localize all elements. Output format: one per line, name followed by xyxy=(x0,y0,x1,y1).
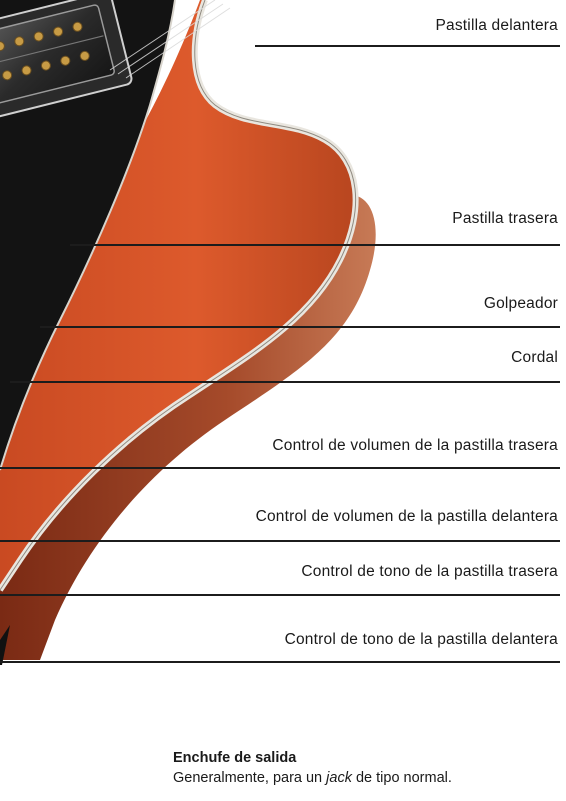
leader-line-8 xyxy=(0,661,560,663)
label-control-volumen-trasera: Control de volumen de la pastilla traser… xyxy=(272,437,558,455)
leader-line-2 xyxy=(70,244,560,246)
label-golpeador: Golpeador xyxy=(484,295,558,313)
note-title: Enchufe de salida xyxy=(173,750,296,766)
leader-line-1 xyxy=(255,45,560,47)
leader-line-7 xyxy=(0,594,560,596)
note-text-italic: jack xyxy=(326,770,352,786)
leader-line-4 xyxy=(10,381,560,383)
leader-line-5 xyxy=(0,467,560,469)
label-pastilla-delantera: Pastilla delantera xyxy=(435,17,558,35)
note-text: Generalmente, para un jack de tipo norma… xyxy=(173,770,452,786)
note-text-end: de tipo normal. xyxy=(352,770,452,786)
label-control-tono-delantera: Control de tono de la pastilla delantera xyxy=(285,631,558,649)
leader-line-3 xyxy=(40,326,560,328)
label-cordal: Cordal xyxy=(511,349,558,367)
leader-line-6 xyxy=(0,540,560,542)
note-text-start: Generalmente, para un xyxy=(173,770,326,786)
label-control-volumen-delantera: Control de volumen de la pastilla delant… xyxy=(256,508,558,526)
label-control-tono-trasera: Control de tono de la pastilla trasera xyxy=(301,563,558,581)
label-pastilla-trasera: Pastilla trasera xyxy=(452,210,558,228)
